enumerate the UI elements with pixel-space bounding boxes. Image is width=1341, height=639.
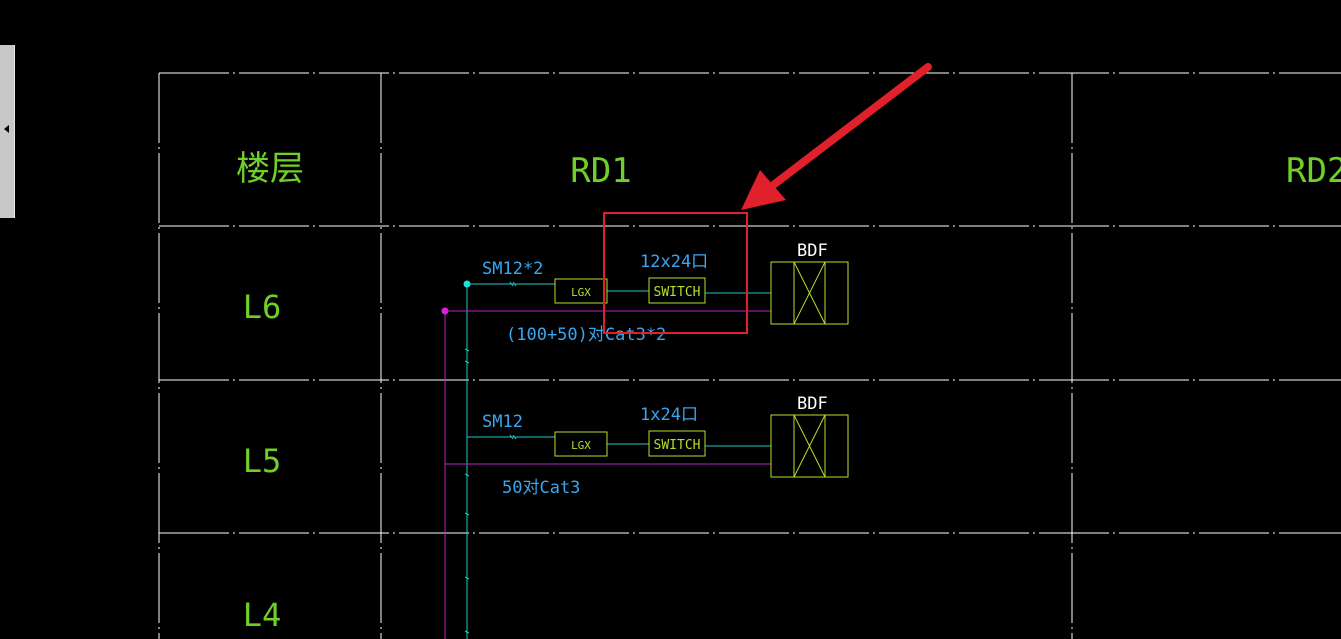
riser-tick-marks	[464, 348, 470, 634]
l5-copper-label: 50对Cat3	[502, 478, 580, 498]
l5-bdf-label: BDF	[797, 394, 828, 414]
l5-switch-label: SWITCH	[654, 438, 701, 453]
side-panel-toggle[interactable]	[0, 45, 15, 218]
table-grid	[158, 72, 1341, 639]
l6-lgx-box[interactable]	[554, 278, 608, 304]
l6-wiring	[445, 281, 771, 312]
l5-lgx-label: LGX	[571, 439, 591, 452]
l6-bdf-box[interactable]	[770, 261, 849, 325]
l6-fiber-label: SM12*2	[482, 259, 543, 279]
l5-fiber-label: SM12	[482, 412, 523, 432]
l6-bdf-label: BDF	[797, 241, 828, 261]
annotation-highlight-box	[603, 212, 748, 334]
floor-label-l4: L4	[243, 596, 282, 634]
l5-lgx-box[interactable]	[554, 431, 608, 457]
l5-wiring	[445, 434, 771, 465]
header-rd1: RD1	[570, 151, 631, 191]
l6-lgx-label: LGX	[571, 286, 591, 299]
annotation-arrow-icon	[741, 63, 932, 210]
l5-ports-label: 1x24口	[640, 405, 698, 425]
l5-bdf-box[interactable]	[770, 414, 849, 478]
l5-switch-box[interactable]	[648, 430, 706, 457]
collapse-arrow-icon	[4, 125, 9, 133]
l6-switch-label: SWITCH	[654, 285, 701, 300]
riser-lines	[441, 280, 471, 639]
floor-label-l6: L6	[243, 288, 282, 326]
floor-label-l5: L5	[243, 442, 282, 480]
header-rd2: RD2	[1286, 151, 1341, 191]
header-floor: 楼层	[236, 149, 304, 189]
l6-ports-label: 12x24口	[640, 252, 708, 272]
l6-copper-label: (100+50)对Cat3*2	[506, 325, 666, 345]
l6-switch-box[interactable]	[648, 277, 706, 304]
